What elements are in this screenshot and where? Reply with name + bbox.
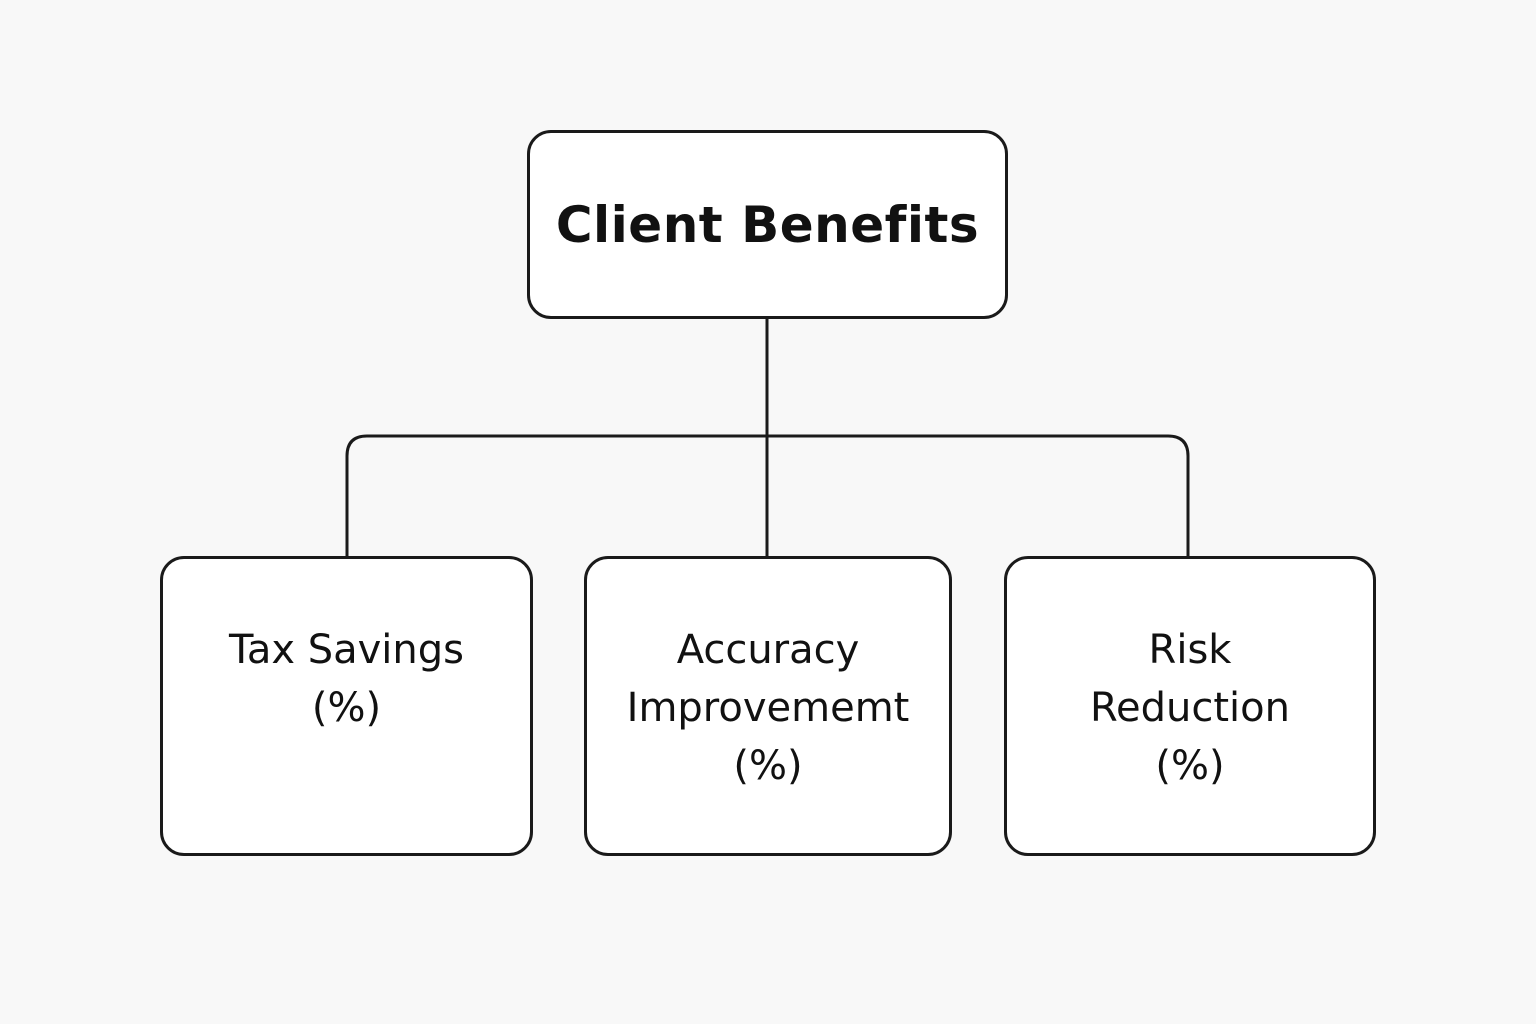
child-node-label-line: Tax Savings — [229, 627, 464, 673]
child-node-risk-reduction: Risk Reduction (%) — [1004, 556, 1376, 856]
child-node-tax-savings: Tax Savings (%) — [160, 556, 533, 856]
root-node: Client Benefits — [527, 130, 1008, 319]
child-node-label-line: Reduction — [1090, 685, 1290, 731]
child-node-label-line: Risk — [1148, 627, 1232, 673]
child-node-label-line: (%) — [311, 685, 382, 731]
child-node-label-line: Improvememt — [626, 685, 910, 731]
child-node-label-line: (%) — [1155, 743, 1225, 789]
child-node-label-line: Accuracy — [676, 627, 860, 673]
connector-branch-bar — [345, 434, 1190, 556]
root-node-label: Client Benefits — [555, 195, 980, 254]
child-node-label-line: (%) — [733, 743, 803, 789]
child-node-accuracy-improvement: Accuracy Improvememt (%) — [584, 556, 952, 856]
